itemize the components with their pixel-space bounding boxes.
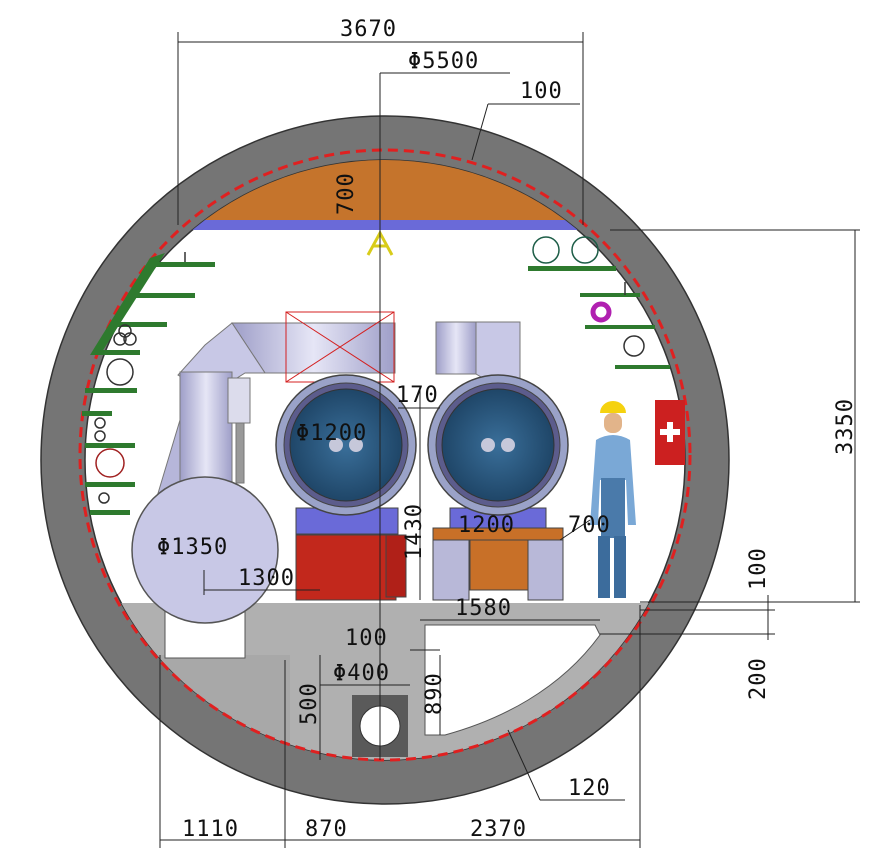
left-pipe-support [295,507,407,601]
dim-top-width: 3670 [340,17,397,42]
dim-bottom-left: 1110 [182,817,239,842]
dim-tank-offset: 1300 [238,566,295,591]
dim-drain-dia: Φ400 [333,661,390,686]
dim-channel-depth: 890 [422,672,447,715]
left-cables [94,252,186,504]
dimension-lines [159,32,860,848]
clearance-circle [78,148,692,762]
left-cable-brackets [82,253,215,515]
dim-channel-width: 1580 [455,596,512,621]
dim-crown: 700 [334,172,359,215]
top-beam [85,220,685,230]
right-pipe-support [432,507,564,601]
dim-slab-thick: 200 [746,657,771,700]
dim-invert: 120 [568,776,611,801]
water-tank [131,476,279,659]
dim-cable-pipe: 170 [396,383,439,408]
dim-walkway: 700 [568,513,611,538]
dim-water-pipe-dia: Φ1200 [296,421,367,446]
dim-slab-top: 100 [746,547,771,590]
water-pipe-right [427,374,569,516]
first-aid-icon [655,400,685,465]
dim-bottom-right: 2370 [470,817,527,842]
right-cable-brackets [528,266,670,369]
dim-tank-dia: Φ1350 [157,535,228,560]
dim-diameter: Φ5500 [408,49,479,74]
dim-support-width: 1200 [458,513,515,538]
dim-support-height: 1430 [402,503,427,560]
person-hardhat-icon [590,401,636,598]
dim-bottom-mid: 870 [305,817,348,842]
drainage-channel [424,624,601,736]
right-cables [532,236,645,357]
dim-right-height: 3350 [833,398,858,455]
dim-lining: 100 [520,79,563,104]
right-duct [435,321,521,389]
dim-drain-depth: 500 [297,682,322,725]
dim-drain-offset: 100 [345,626,388,651]
water-pipe-left [275,374,417,516]
